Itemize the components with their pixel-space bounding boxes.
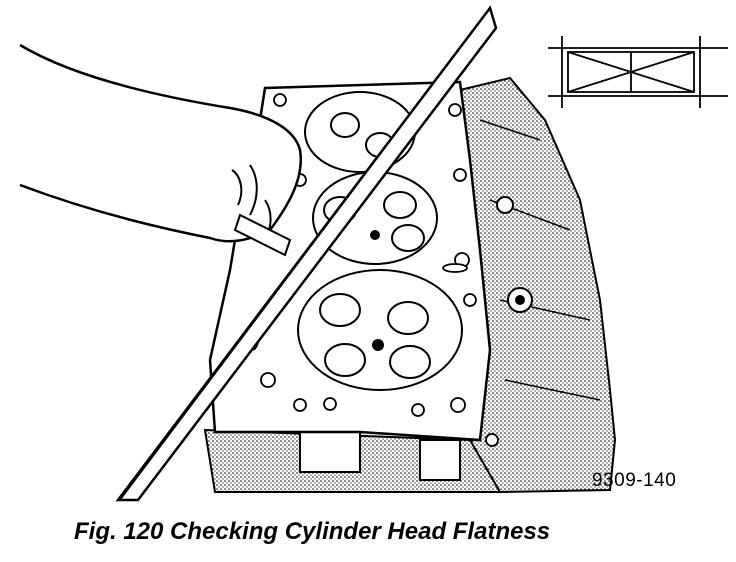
figure-caption: Fig. 120 Checking Cylinder Head Flatness [74, 518, 551, 545]
straight-edge [115, 5, 498, 502]
feeler-gauge [233, 213, 292, 257]
combustion-chamber [297, 269, 463, 391]
technician-hand [19, 43, 303, 257]
cylinder-head-bottom [203, 428, 502, 493]
top-view-inset-icon [548, 36, 728, 108]
figure-reference-code: 9309-140 [592, 470, 677, 491]
cylinder-head-flatness-illustration [19, 5, 728, 502]
